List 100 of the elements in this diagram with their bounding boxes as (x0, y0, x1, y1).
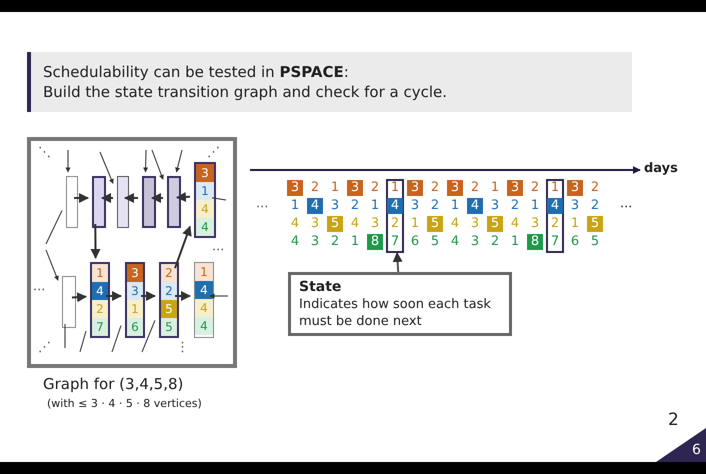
state-value: 4 (196, 200, 214, 218)
state-value: 1 (196, 182, 214, 200)
vertex-box (62, 276, 76, 328)
state-value: 5 (161, 318, 177, 336)
task-countdown-value: 4 (547, 198, 563, 214)
task-countdown-value: 4 (290, 234, 300, 250)
arrow (100, 152, 114, 184)
state-value: 1 (195, 263, 213, 281)
task-countdown-value: 2 (590, 180, 600, 196)
task-countdown-value: 3 (310, 234, 320, 250)
task-countdown-value: 6 (570, 234, 580, 250)
task-countdown-value: 1 (510, 234, 520, 250)
task-countdown-value: 3 (447, 180, 463, 196)
callout-text: Indicates how soon each task must be done next (299, 296, 492, 330)
state-value: 4 (92, 282, 108, 300)
task-countdown-value: 3 (310, 216, 320, 232)
task-countdown-value: 3 (570, 198, 580, 214)
task-countdown-value: 2 (430, 180, 440, 196)
state-value: 2 (92, 300, 108, 318)
task-countdown-value: 8 (367, 234, 383, 250)
task-countdown-value: 6 (410, 234, 420, 250)
task-countdown-value: 5 (427, 216, 443, 232)
task-countdown-value: 4 (307, 198, 323, 214)
task-countdown-value: 2 (430, 198, 440, 214)
axis-label: days (644, 161, 678, 176)
arrow (151, 193, 163, 203)
task-countdown-value: 2 (310, 180, 320, 196)
arrow (72, 292, 87, 302)
state-vertex-box (90, 262, 110, 338)
task-countdown-value: 3 (530, 216, 540, 232)
state-value: 4 (195, 317, 213, 335)
task-countdown-value: 3 (347, 180, 363, 196)
task-countdown-value: 3 (470, 234, 480, 250)
task-countdown-value: 4 (350, 216, 360, 232)
task-countdown-value: 3 (370, 216, 380, 232)
vertex-box (142, 176, 156, 228)
task-countdown-value: 2 (330, 234, 340, 250)
vertex-box (66, 176, 78, 228)
arrow (176, 192, 190, 202)
heading-text: Schedulability can be tested in PSPACE: (43, 62, 349, 82)
state-vertex-box (125, 262, 145, 338)
state-value: 1 (127, 300, 143, 318)
task-countdown-value: 5 (327, 216, 343, 232)
task-countdown-value: 1 (450, 198, 460, 214)
task-countdown-value: 2 (530, 180, 540, 196)
task-countdown-value: 2 (490, 234, 500, 250)
arrow (66, 150, 70, 172)
state-value: 7 (92, 318, 108, 336)
arrow (175, 291, 191, 301)
arrow (141, 291, 156, 301)
ellipsis: ⋱ (38, 145, 51, 160)
vertex-box (117, 176, 129, 228)
callout-title: State (299, 279, 342, 296)
task-countdown-value: 3 (287, 180, 303, 196)
task-countdown-value: 2 (510, 198, 520, 214)
ellipsis: ⋰ (38, 340, 51, 355)
state-value: 3 (196, 164, 214, 182)
task-countdown-value: 2 (370, 180, 380, 196)
ellipsis: ··· (620, 200, 632, 215)
vertex-box (92, 176, 106, 228)
task-countdown-value: 1 (550, 180, 560, 196)
ellipsis: ··· (256, 200, 268, 215)
task-countdown-value: 3 (470, 216, 480, 232)
state-value: 1 (92, 264, 108, 282)
ellipsis: ⋮ (176, 340, 189, 355)
task-countdown-value: 3 (410, 198, 420, 214)
task-countdown-value: 3 (507, 180, 523, 196)
task-countdown-value: 3 (490, 198, 500, 214)
task-countdown-value: 4 (450, 234, 460, 250)
task-countdown-value: 3 (407, 180, 423, 196)
state-vertex-box (194, 262, 214, 338)
task-countdown-value: 5 (590, 234, 600, 250)
graph-caption: Graph for (3,4,5,8) (43, 375, 184, 393)
task-countdown-value: 2 (350, 198, 360, 214)
task-countdown-value: 2 (550, 216, 560, 232)
arrow (210, 294, 228, 298)
task-countdown-value: 1 (350, 234, 360, 250)
task-countdown-value: 5 (487, 216, 503, 232)
task-countdown-value: 5 (587, 216, 603, 232)
task-countdown-value: 7 (550, 234, 560, 250)
task-countdown-value: 1 (570, 216, 580, 232)
arrow (174, 226, 192, 269)
task-countdown-value: 2 (390, 216, 400, 232)
state-value: 5 (161, 300, 177, 318)
state-value: 3 (127, 264, 143, 282)
task-countdown-value: 8 (527, 234, 543, 250)
arrow (101, 193, 113, 203)
task-countdown-value: 5 (430, 234, 440, 250)
state-callout (288, 272, 512, 336)
vertex-box (167, 176, 181, 228)
task-countdown-value: 7 (390, 234, 400, 250)
task-countdown-value: 1 (330, 180, 340, 196)
task-countdown-value: 3 (567, 180, 583, 196)
task-countdown-value: 4 (450, 216, 460, 232)
arrow (152, 150, 164, 180)
task-countdown-value: 1 (370, 198, 380, 214)
arrow (124, 193, 138, 203)
leader-arrow (392, 252, 403, 272)
task-countdown-value: 2 (590, 198, 600, 214)
heading-callout (27, 52, 632, 112)
